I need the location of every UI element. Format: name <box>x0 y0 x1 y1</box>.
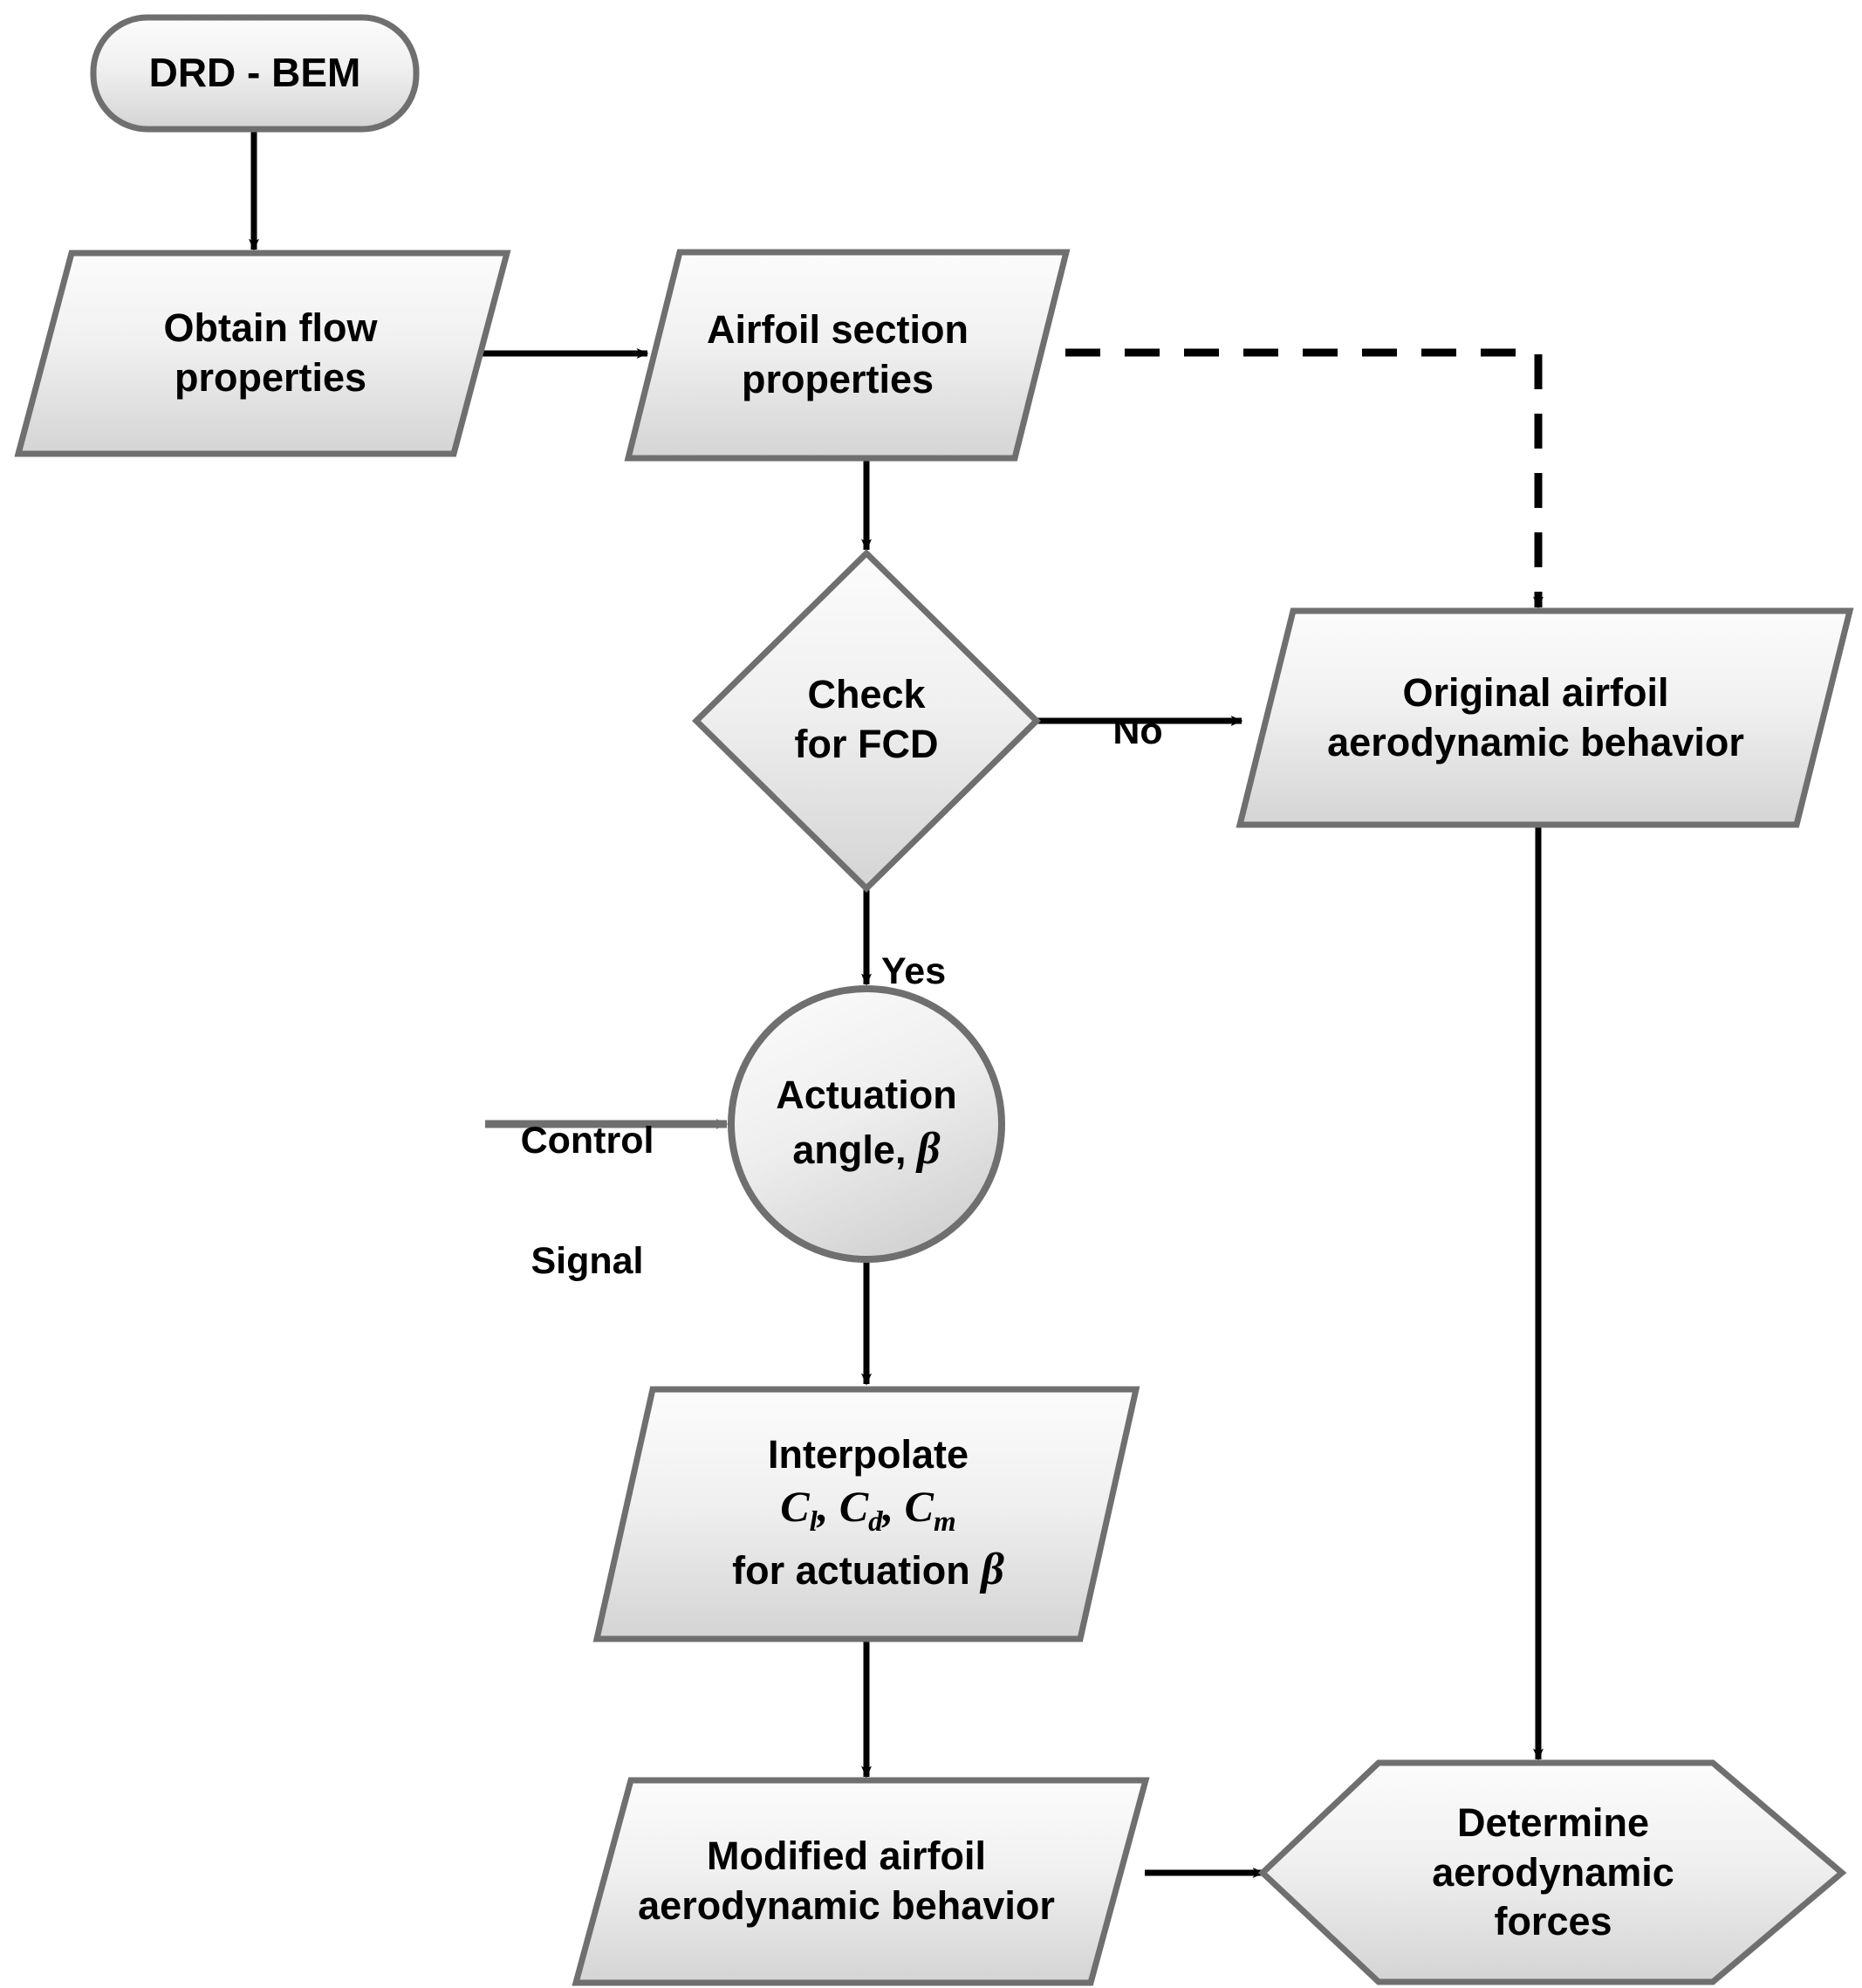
node-drd-bem-shape[interactable] <box>90 14 420 133</box>
node-interpolate-coefficients-shape[interactable] <box>592 1386 1140 1642</box>
node-obtain-flow-properties-shape[interactable] <box>14 250 511 457</box>
edge-label-control-signal: Control Signal <box>478 1068 696 1334</box>
node-modified-airfoil-behavior-shape[interactable] <box>572 1777 1150 1986</box>
node-actuation-angle-shape[interactable] <box>728 985 1005 1263</box>
yes-label-text: Yes <box>881 949 947 992</box>
control-signal-line-1: Control <box>520 1119 654 1162</box>
node-original-airfoil-behavior-shape[interactable] <box>1236 607 1854 828</box>
edge-airfoil-to-original-dashed <box>1065 348 1544 609</box>
edge-label-yes: Yes <box>881 899 1003 997</box>
node-check-for-fcd-shape[interactable] <box>692 549 1041 893</box>
node-airfoil-section-properties-shape[interactable] <box>624 249 1071 462</box>
control-signal-line-2: Signal <box>531 1239 644 1282</box>
no-label-text: No <box>1112 710 1163 752</box>
node-determine-aerodynamic-forces-shape[interactable] <box>1257 1759 1847 1985</box>
edge-label-no: No <box>1085 659 1190 757</box>
